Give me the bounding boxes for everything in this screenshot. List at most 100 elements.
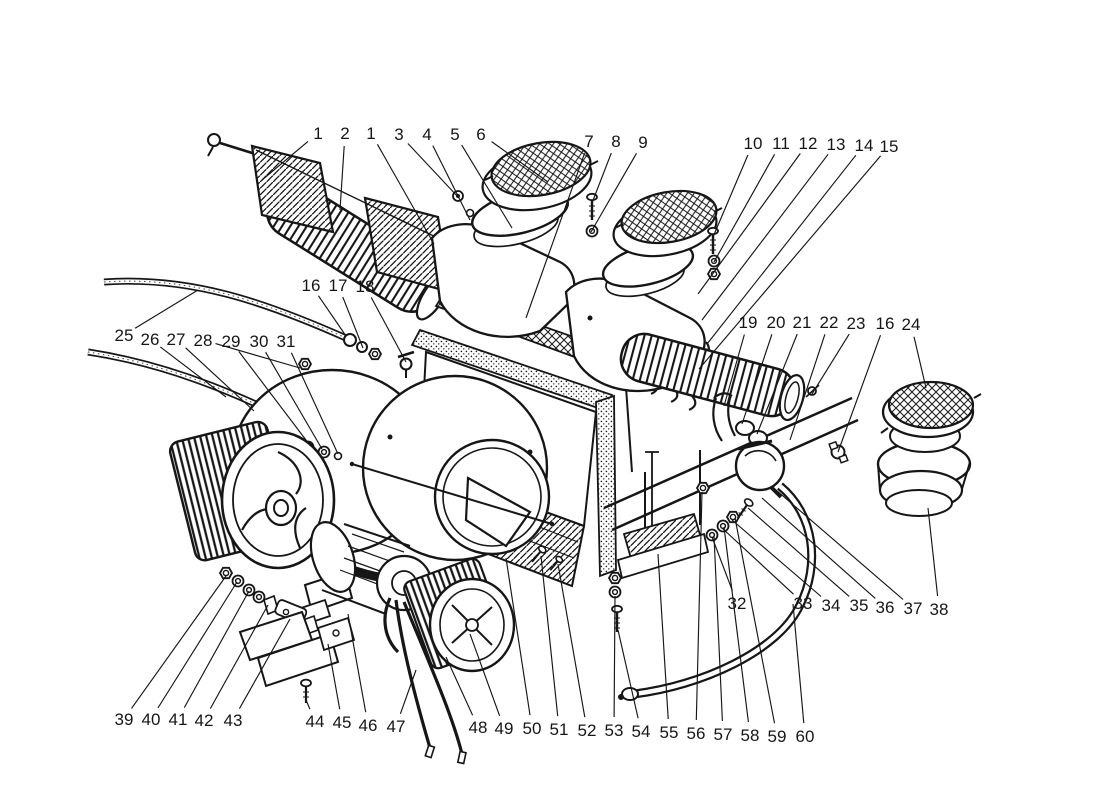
part-number: 10 bbox=[744, 134, 763, 153]
part-number: 13 bbox=[827, 135, 846, 154]
callout-56: 56 bbox=[687, 491, 706, 743]
leader-line bbox=[775, 489, 904, 600]
callout-3: 3 bbox=[394, 125, 460, 199]
callout-12: 12 bbox=[697, 134, 817, 295]
leader-line bbox=[927, 507, 939, 597]
leader-line bbox=[741, 334, 773, 425]
vent-grille-right bbox=[612, 189, 723, 258]
eyeball-vent bbox=[876, 380, 982, 517]
blower-wheel-left bbox=[168, 420, 336, 570]
part-number: 15 bbox=[880, 137, 899, 156]
leader-line bbox=[376, 144, 435, 245]
leader-line bbox=[370, 297, 407, 363]
part-number: 6 bbox=[476, 125, 485, 144]
part-number: 27 bbox=[167, 330, 186, 349]
callout-31: 31 bbox=[277, 332, 339, 455]
leader-line bbox=[712, 154, 749, 238]
leader-line bbox=[723, 526, 749, 723]
callout-25: 25 bbox=[115, 289, 199, 345]
leader-line bbox=[290, 352, 339, 455]
motor-wires bbox=[383, 597, 467, 765]
part-number: 48 bbox=[469, 718, 488, 737]
part-number: 46 bbox=[359, 716, 378, 735]
leader-line bbox=[792, 603, 805, 724]
callout-5: 5 bbox=[450, 125, 513, 229]
heater-hose bbox=[618, 482, 817, 701]
leader-line bbox=[407, 143, 460, 199]
leader-line bbox=[706, 154, 857, 345]
callout-13: 13 bbox=[701, 135, 846, 321]
blower-housing bbox=[230, 357, 551, 587]
callout-24: 24 bbox=[902, 315, 927, 389]
leader-line bbox=[657, 553, 669, 720]
callout-30: 30 bbox=[250, 332, 323, 450]
part-number: 22 bbox=[820, 313, 839, 332]
part-number: 16 bbox=[876, 314, 895, 333]
mounting-strap-2 bbox=[363, 196, 452, 294]
callout-34: 34 bbox=[731, 519, 841, 615]
part-number: 40 bbox=[142, 710, 161, 729]
leader-line bbox=[317, 295, 347, 337]
callout-7: 7 bbox=[525, 132, 594, 319]
leader-line bbox=[613, 595, 616, 718]
part-number: 56 bbox=[687, 724, 706, 743]
mount-screw bbox=[300, 678, 312, 703]
leader-line bbox=[305, 699, 311, 710]
part-number: 16 bbox=[302, 276, 321, 295]
vent-grille-left bbox=[481, 140, 599, 212]
part-number: 54 bbox=[632, 722, 651, 741]
housing-screws bbox=[531, 545, 564, 571]
leader-line bbox=[713, 535, 723, 722]
leader-line bbox=[347, 613, 367, 713]
part-number: 11 bbox=[772, 134, 790, 153]
part-number: 58 bbox=[741, 726, 760, 745]
leader-line bbox=[723, 334, 745, 407]
callout-50: 50 bbox=[505, 557, 541, 738]
part-number: 4 bbox=[422, 125, 431, 144]
bleed-petcock bbox=[397, 350, 415, 378]
callout-17: 17 bbox=[329, 276, 364, 349]
callout-21: 21 bbox=[756, 313, 811, 435]
part-number: 24 bbox=[902, 315, 921, 334]
part-number: 59 bbox=[768, 727, 787, 746]
callout-43: 43 bbox=[224, 618, 291, 730]
part-number: 53 bbox=[605, 721, 624, 740]
part-number: 3 bbox=[394, 125, 403, 144]
callout-40: 40 bbox=[142, 581, 238, 729]
callout-28: 28 bbox=[194, 331, 301, 369]
leader-line bbox=[342, 296, 364, 349]
leader-line bbox=[215, 343, 301, 369]
callout-42: 42 bbox=[195, 604, 269, 730]
heater-tray-brackets bbox=[603, 396, 859, 580]
leader-line bbox=[261, 140, 309, 181]
leader-line bbox=[491, 141, 549, 183]
callout-8: 8 bbox=[591, 132, 621, 204]
part-number: 41 bbox=[169, 710, 188, 729]
leader-line bbox=[557, 563, 586, 718]
part-number: 45 bbox=[333, 713, 352, 732]
part-number: 49 bbox=[495, 719, 514, 738]
leader-line bbox=[432, 145, 471, 221]
part-number: 14 bbox=[855, 136, 874, 155]
leader-line bbox=[711, 536, 733, 592]
part-number: 37 bbox=[904, 599, 923, 618]
callout-11: 11 bbox=[713, 134, 790, 263]
leader-line bbox=[525, 153, 586, 319]
leader-line bbox=[157, 581, 238, 709]
callout-58: 58 bbox=[723, 526, 760, 745]
leader-line bbox=[913, 336, 927, 389]
callout-29: 29 bbox=[222, 332, 310, 445]
part-number: 1 bbox=[313, 124, 322, 143]
part-number: 1 bbox=[366, 124, 375, 143]
callout-36: 36 bbox=[761, 497, 894, 617]
leader-line bbox=[134, 289, 199, 329]
callout-19: 19 bbox=[723, 313, 757, 407]
callout-54: 54 bbox=[617, 629, 651, 741]
part-number: 44 bbox=[306, 712, 325, 731]
leader-line bbox=[183, 590, 250, 708]
leader-line bbox=[461, 144, 513, 229]
part-number: 8 bbox=[611, 132, 620, 151]
part-number: 34 bbox=[822, 596, 841, 615]
part-number: 17 bbox=[329, 276, 348, 295]
